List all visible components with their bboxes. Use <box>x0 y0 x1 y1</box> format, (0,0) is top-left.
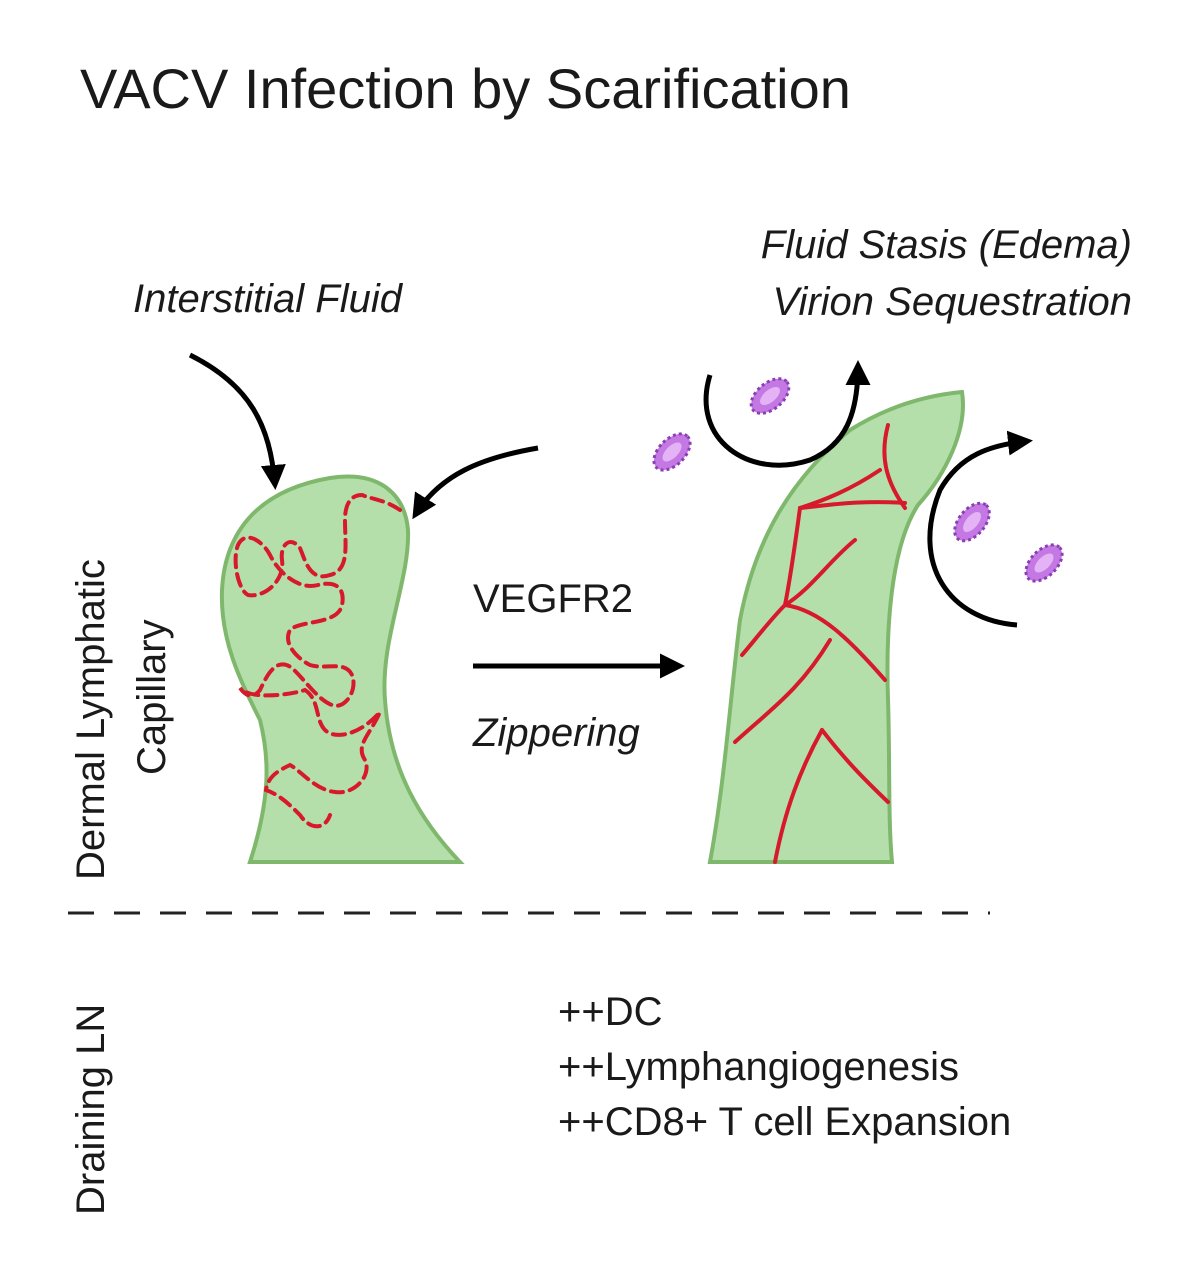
diagram-title: VACV Infection by Scarification <box>80 57 851 120</box>
interstitial-fluid-label: Interstitial Fluid <box>133 277 404 321</box>
capillary-button-junctions <box>219 474 465 864</box>
zippering-label: Zippering <box>472 711 640 755</box>
vegfr2-label: VEGFR2 <box>473 577 633 621</box>
virion-icon <box>652 432 692 472</box>
virion-icon <box>749 377 791 415</box>
outcome-dc: ++DC <box>558 990 663 1034</box>
section-label-dermal-line2: Capillary <box>130 619 174 775</box>
outcome-lymphangiogenesis: ++Lymphangiogenesis <box>558 1045 959 1089</box>
fluid-recirculation-arrow-1 <box>703 360 871 468</box>
section-label-draining-ln: Draining LN <box>69 1004 113 1215</box>
virion-group <box>652 377 1064 583</box>
zipper-junctions <box>733 423 907 864</box>
capillary-right-shape <box>707 389 965 864</box>
virion-icon <box>1024 543 1064 583</box>
virion-icon <box>953 501 991 543</box>
capillary-zipper-junctions <box>707 389 965 864</box>
interstitial-fluid-arrow-1 <box>188 352 286 490</box>
capillary-left-shape <box>219 474 465 864</box>
fluid-stasis-label: Fluid Stasis (Edema) <box>761 223 1132 267</box>
outcome-cd8-t-cell-expansion: ++CD8+ T cell Expansion <box>558 1100 1011 1144</box>
fluid-recirculation-arrow-2 <box>927 430 1033 628</box>
section-label-dermal-line1: Dermal Lymphatic <box>69 559 113 880</box>
interstitial-fluid-arrow-2 <box>412 445 539 520</box>
virion-sequestration-label: Virion Sequestration <box>773 280 1133 324</box>
button-junctions-dashed <box>233 492 402 829</box>
